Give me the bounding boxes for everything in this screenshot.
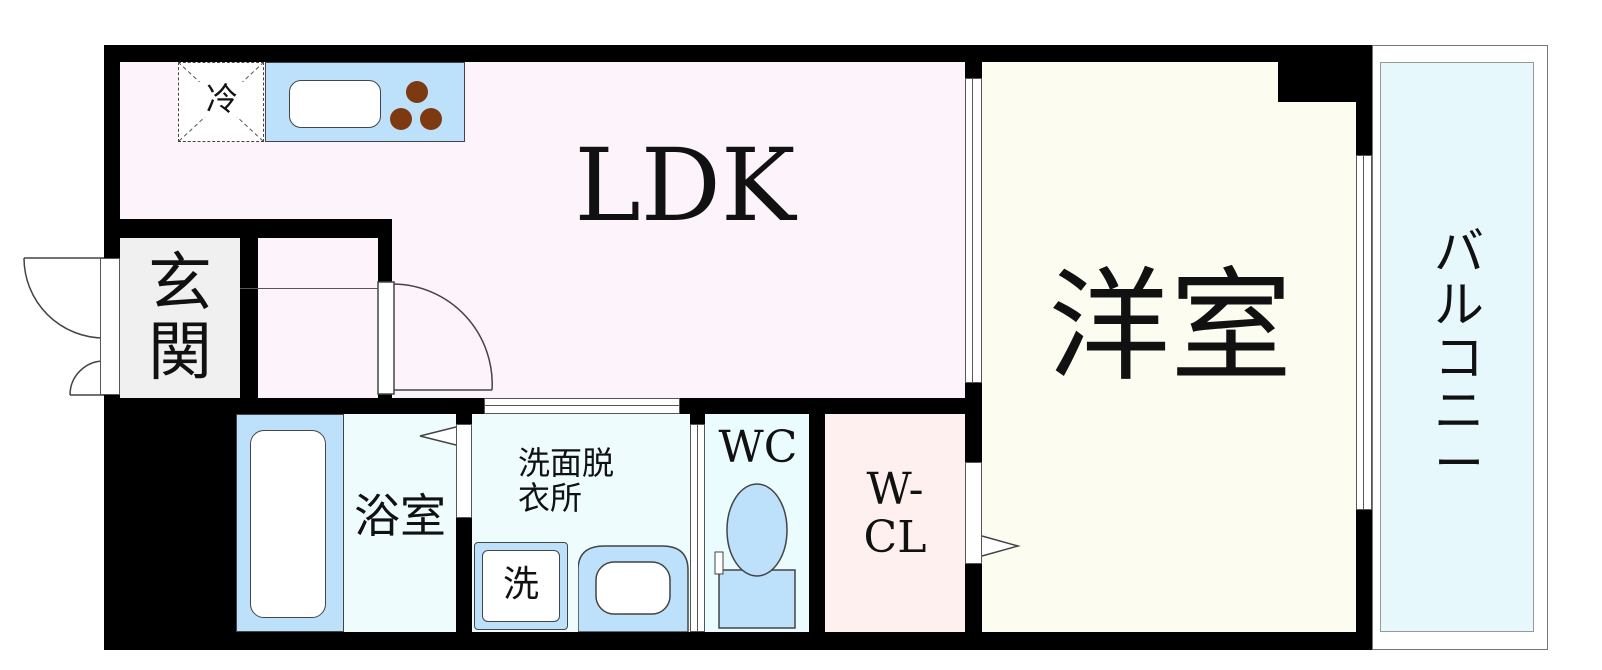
washroom-door-divider: [484, 405, 680, 406]
wc-label: WC: [718, 422, 798, 473]
bathroom-label: 浴室: [354, 489, 446, 543]
hall-step-line: [258, 288, 378, 289]
balcony-window-divider: [1363, 155, 1364, 510]
balcony-label: バ ル コ ニ ー: [1434, 223, 1484, 493]
wc-door-divider: [697, 424, 698, 632]
stove-burner-icon: [390, 81, 442, 130]
entrance-step: [240, 288, 258, 289]
bathroom-door: [456, 424, 472, 518]
closet-door: [965, 462, 982, 564]
western-room-label: 洋室: [1048, 256, 1292, 398]
kitchen-sink: [289, 80, 381, 128]
balcony-floor: [1380, 62, 1534, 632]
western-room: [982, 62, 1356, 632]
ldk-room-lower: [392, 219, 965, 398]
walk-in-closet: [825, 414, 965, 632]
walk-in-closet-label: W- CL: [863, 464, 927, 563]
washroom-door: [484, 398, 680, 414]
bathtub-basin: [250, 430, 326, 618]
hallway: [258, 238, 378, 398]
hall-door-icon: [377, 281, 493, 395]
entrance-frame: [100, 258, 120, 395]
toilet-icon: [714, 483, 796, 629]
washing-machine-inner: [482, 550, 560, 622]
refrigerator-label: 冷: [194, 82, 250, 117]
ldk-label: LDK: [574, 127, 796, 244]
wash-basin-icon: [578, 545, 689, 632]
sliding-door-divider: [972, 78, 973, 383]
closet-door-arrow-icon: [981, 535, 1021, 557]
entrance-label: 玄 関: [148, 247, 212, 391]
entrance: [120, 238, 240, 398]
balcony-window: [1356, 155, 1372, 510]
washroom-label: 洗面脱 衣所: [518, 444, 615, 517]
sliding-door-ldk-west: [965, 78, 982, 383]
washing-machine-label: 洗: [502, 564, 539, 605]
bathroom-door-arrow-icon: [419, 426, 457, 446]
western-room-pillar: [1278, 62, 1356, 102]
